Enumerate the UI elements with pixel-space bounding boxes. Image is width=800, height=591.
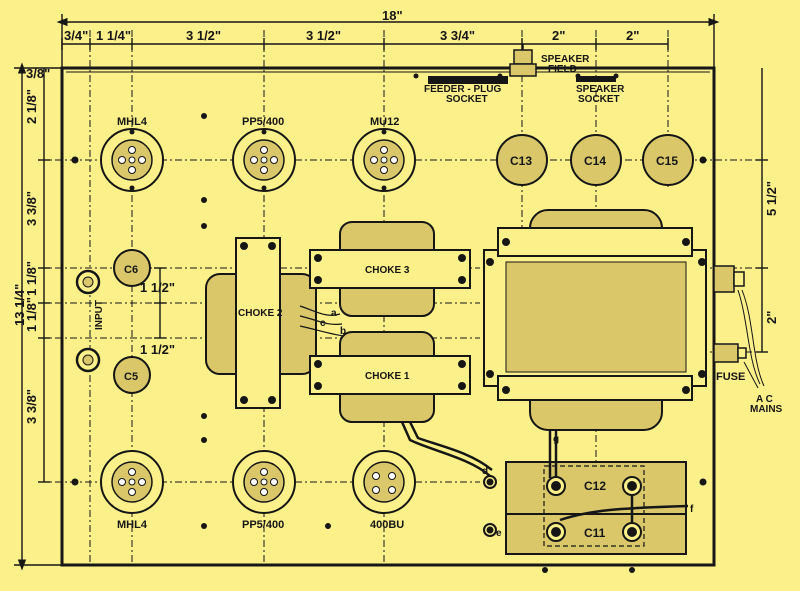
- feeder-plug-socket: [428, 76, 508, 84]
- terminal-label-a: a: [331, 308, 337, 319]
- choke-2-label: CHOKE 2: [238, 308, 283, 319]
- capacitor-label-c5: C5: [124, 371, 138, 383]
- valve-label-bottom-3: 400BU: [370, 519, 404, 531]
- mains-leads: [737, 289, 765, 389]
- dim-top-2: 3 1/2": [186, 28, 221, 43]
- speaker-field-connector: [509, 44, 537, 77]
- valve-label-top-1: MHL4: [117, 116, 148, 128]
- valve-holder-pp5400-bottom: [232, 450, 296, 514]
- terminal-label-c: c: [320, 318, 326, 329]
- speaker-field-label-2: FIELD: [548, 64, 577, 75]
- capacitor-c15: [642, 134, 694, 186]
- dim-right-bottom: 2": [764, 311, 779, 324]
- capacitor-c14: [570, 134, 622, 186]
- fuse-label: FUSE: [716, 371, 745, 383]
- feeder-socket-label-2: SOCKET: [446, 94, 488, 105]
- dim-top-4: 3 3/4": [440, 28, 475, 43]
- capacitor-c13: [496, 134, 548, 186]
- dim-inner-c6: 1 1/2": [140, 280, 175, 295]
- mains-label-1: A C: [756, 394, 773, 405]
- fuse-holder: [713, 265, 747, 363]
- dim-top-6: 2": [626, 28, 639, 43]
- speaker-socket-label-2: SOCKET: [578, 94, 620, 105]
- dim-right-top: 5 1/2": [764, 181, 779, 216]
- valve-holder-mhl4-top: [100, 128, 164, 192]
- mains-transformer: [483, 209, 707, 431]
- valve-holder-pp5400-top: [232, 128, 296, 192]
- capacitor-c6: [113, 249, 151, 287]
- speaker-socket-label-1: SPEAKER: [576, 84, 625, 95]
- choke-1-label: CHOKE 1: [365, 371, 410, 382]
- valve-label-bottom-1: MHL4: [117, 519, 148, 531]
- valve-holder-mu12-top: [352, 128, 416, 192]
- dim-left-1: 3 3/8": [24, 191, 39, 226]
- left-dimensions: [14, 62, 768, 571]
- dim-inner-c5: 1 1/2": [140, 342, 175, 357]
- choke-wiring: [299, 305, 345, 337]
- dim-left-3: 1 1/8": [24, 297, 39, 332]
- valve-label-bottom-2: PP5/400: [242, 519, 284, 531]
- capacitor-label-c12: C12: [584, 479, 606, 493]
- capacitor-label-c14: C14: [584, 154, 606, 168]
- capacitor-label-c15: C15: [656, 154, 678, 168]
- choke-3: [309, 221, 471, 317]
- feeder-socket-label-1: FEEDER - PLUG: [424, 84, 501, 95]
- dim-top-1: 1 1/4": [96, 28, 131, 43]
- capacitor-label-c6: C6: [124, 264, 138, 276]
- valve-label-top-3: MU12: [370, 116, 399, 128]
- mains-label-2: MAINS: [750, 404, 783, 415]
- choke-1: [309, 331, 471, 423]
- dim-left-2: 1 1/8": [24, 261, 39, 296]
- valve-label-top-2: PP5/400: [242, 116, 284, 128]
- speaker-socket: [576, 76, 616, 82]
- terminal-label-e: e: [496, 528, 502, 539]
- capacitor-c5: [113, 356, 151, 394]
- dim-top-0: 3/4": [64, 28, 88, 43]
- capacitor-label-c11: C11: [584, 526, 606, 540]
- capacitor-block: [505, 461, 687, 555]
- dim-overall-width: 18": [382, 8, 403, 23]
- dim-top-5: 2": [552, 28, 565, 43]
- valve-holder-400bu-bottom: [352, 450, 416, 514]
- valve-holder-mhl4-bottom: [100, 450, 164, 514]
- top-dimensions: [56, 14, 720, 68]
- heavy-wiring: [400, 421, 689, 524]
- dim-top-3: 3 1/2": [306, 28, 341, 43]
- dim-top-margin: 3/8": [26, 66, 50, 81]
- dim-left-0: 2 1/8": [24, 89, 39, 124]
- input-label: INPUT: [94, 300, 105, 330]
- choke-2: [205, 237, 317, 409]
- capacitor-label-c13: C13: [510, 154, 532, 168]
- terminal-label-b: b: [340, 326, 346, 337]
- mounting-screws: [71, 73, 707, 573]
- dim-left-4: 3 3/8": [24, 389, 39, 424]
- choke-3-label: CHOKE 3: [365, 265, 410, 276]
- dim-overall-height: 13 1/4": [12, 284, 27, 326]
- terminal-label-f: f: [690, 504, 694, 515]
- speaker-field-label-1: SPEAKER: [541, 54, 590, 65]
